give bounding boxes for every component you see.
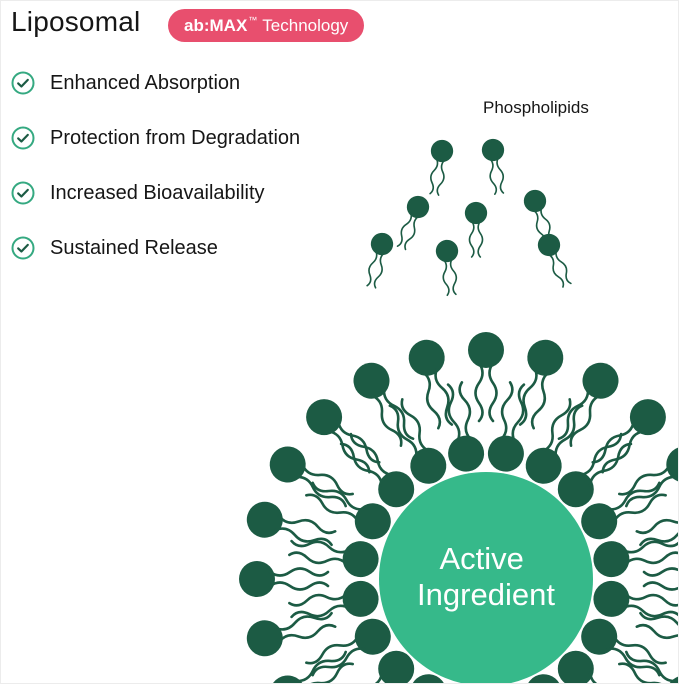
liposome-bilayer: [237, 330, 678, 683]
abmax-technology-badge: ab:MAX ™ Technology: [168, 9, 365, 42]
benefit-label: Enhanced Absorption: [50, 71, 241, 94]
badge-brand-text: ab:MAX: [184, 16, 248, 35]
trademark-symbol: ™: [248, 15, 258, 25]
checkmark-icon: [11, 181, 35, 205]
list-item: Enhanced Absorption: [11, 71, 300, 95]
list-item: Protection from Degradation: [11, 126, 300, 150]
page-title: Liposomal: [11, 6, 141, 37]
list-item: Sustained Release: [11, 236, 300, 260]
benefit-label: Increased Bioavailability: [50, 181, 265, 204]
free-phospholipids: [359, 136, 578, 297]
active-ingredient-label: Active Ingredient: [417, 541, 555, 612]
phospholipids-label: Phospholipids: [483, 98, 589, 117]
benefit-label: Protection from Degradation: [50, 126, 301, 149]
checkmark-icon: [11, 71, 35, 95]
benefits-checklist: Enhanced Absorption Protection from Degr…: [11, 71, 300, 260]
benefit-label: Sustained Release: [50, 236, 218, 259]
checkmark-icon: [11, 126, 35, 150]
checkmark-icon: [11, 236, 35, 260]
badge-suffix-text: Technology: [262, 16, 349, 35]
list-item: Increased Bioavailability: [11, 181, 300, 205]
active-ingredient-circle: [379, 472, 593, 683]
